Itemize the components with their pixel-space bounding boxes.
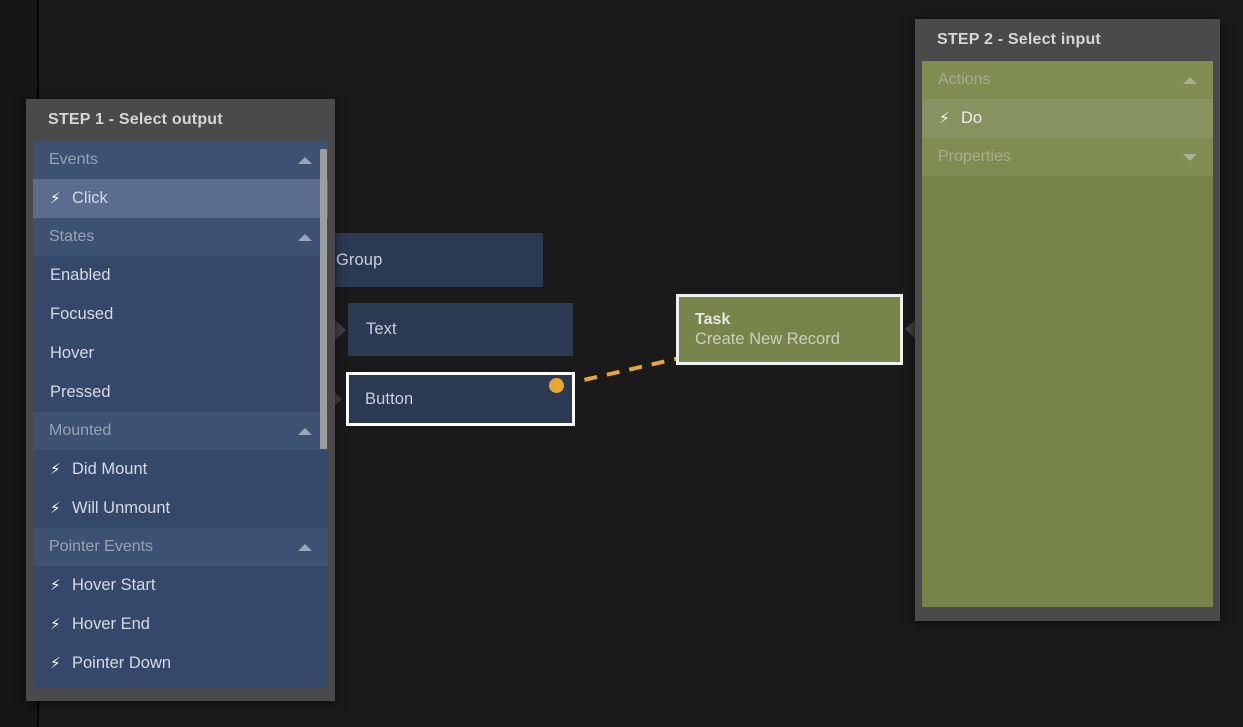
- list-item-label: Will Unmount: [72, 499, 171, 517]
- list-item-label: Pointer Down: [72, 654, 172, 672]
- bolt-icon: ⚡: [50, 499, 61, 517]
- bolt-icon: ⚡: [50, 460, 61, 478]
- list-item-label: Hover End: [72, 615, 150, 633]
- caret-up-icon[interactable]: [298, 156, 312, 164]
- group-header-label: States: [49, 228, 95, 245]
- node-task[interactable]: Task Create New Record: [676, 294, 903, 365]
- bolt-icon: ⚡: [939, 109, 950, 127]
- list-item-will-unmount[interactable]: ⚡ Will Unmount: [33, 489, 328, 528]
- node-group[interactable]: Group: [318, 233, 543, 287]
- node-task-subtitle: Create New Record: [695, 330, 840, 348]
- bolt-icon: ⚡: [50, 576, 61, 594]
- bolt-icon: ⚡: [50, 654, 61, 672]
- caret-down-icon[interactable]: [1183, 153, 1197, 161]
- caret-up-icon[interactable]: [298, 427, 312, 435]
- list-item-label: Did Mount: [72, 460, 148, 478]
- list-item-hover-end[interactable]: ⚡ Hover End: [33, 605, 328, 644]
- port-button-output-dot[interactable]: [549, 378, 564, 393]
- step1-scrollbar-track[interactable]: [319, 141, 328, 687]
- list-item-focused[interactable]: Focused: [33, 295, 328, 334]
- list-item-label: Do: [961, 109, 983, 127]
- list-item-hover-start[interactable]: ⚡ Hover Start: [33, 566, 328, 605]
- group-header-pointer-events[interactable]: Pointer Events: [33, 528, 328, 566]
- group-header-properties[interactable]: Properties: [922, 138, 1213, 176]
- group-header-mounted[interactable]: Mounted: [33, 412, 328, 450]
- node-button[interactable]: Button: [346, 372, 575, 426]
- node-text-label: Text: [366, 320, 397, 338]
- caret-up-icon[interactable]: [298, 233, 312, 241]
- node-task-title: Task: [695, 311, 731, 328]
- bolt-icon: ⚡: [50, 189, 61, 207]
- list-item-click[interactable]: ⚡ Click: [33, 179, 328, 218]
- group-header-actions[interactable]: Actions: [922, 61, 1213, 99]
- port-text-input-icon[interactable]: [334, 319, 346, 341]
- group-header-label: Mounted: [49, 422, 112, 439]
- list-item-hover[interactable]: Hover: [33, 334, 328, 373]
- list-item-label: Enabled: [50, 266, 111, 284]
- list-item-pointer-down[interactable]: ⚡ Pointer Down: [33, 644, 328, 683]
- group-header-states[interactable]: States: [33, 218, 328, 256]
- list-item-enabled[interactable]: Enabled: [33, 256, 328, 295]
- list-item-did-mount[interactable]: ⚡ Did Mount: [33, 450, 328, 489]
- node-group-label: Group: [336, 250, 383, 269]
- node-button-label: Button: [365, 389, 414, 408]
- list-item-label: Pressed: [50, 383, 111, 401]
- group-header-label: Pointer Events: [49, 538, 154, 555]
- step1-scrollbar-thumb[interactable]: [320, 149, 327, 449]
- node-text[interactable]: Text: [348, 303, 573, 356]
- caret-up-icon[interactable]: [1183, 76, 1197, 84]
- bolt-icon: ⚡: [50, 615, 61, 633]
- list-item-label: Hover Start: [72, 576, 156, 594]
- group-header-events[interactable]: Events: [33, 141, 328, 179]
- list-item-label: Click: [72, 189, 108, 207]
- step1-panel-title: STEP 1 - Select output: [48, 111, 223, 128]
- list-item-label: Hover: [50, 344, 95, 362]
- group-header-label: Events: [49, 151, 98, 168]
- caret-up-icon[interactable]: [298, 543, 312, 551]
- group-header-label: Properties: [938, 148, 1011, 165]
- list-item-label: Focused: [50, 305, 114, 323]
- list-item-do[interactable]: ⚡ Do: [922, 99, 1213, 138]
- step2-panel-title: STEP 2 - Select input: [937, 31, 1101, 48]
- group-header-label: Actions: [938, 71, 991, 88]
- list-item-pressed[interactable]: Pressed: [33, 373, 328, 412]
- port-task-output-icon[interactable]: [905, 318, 917, 340]
